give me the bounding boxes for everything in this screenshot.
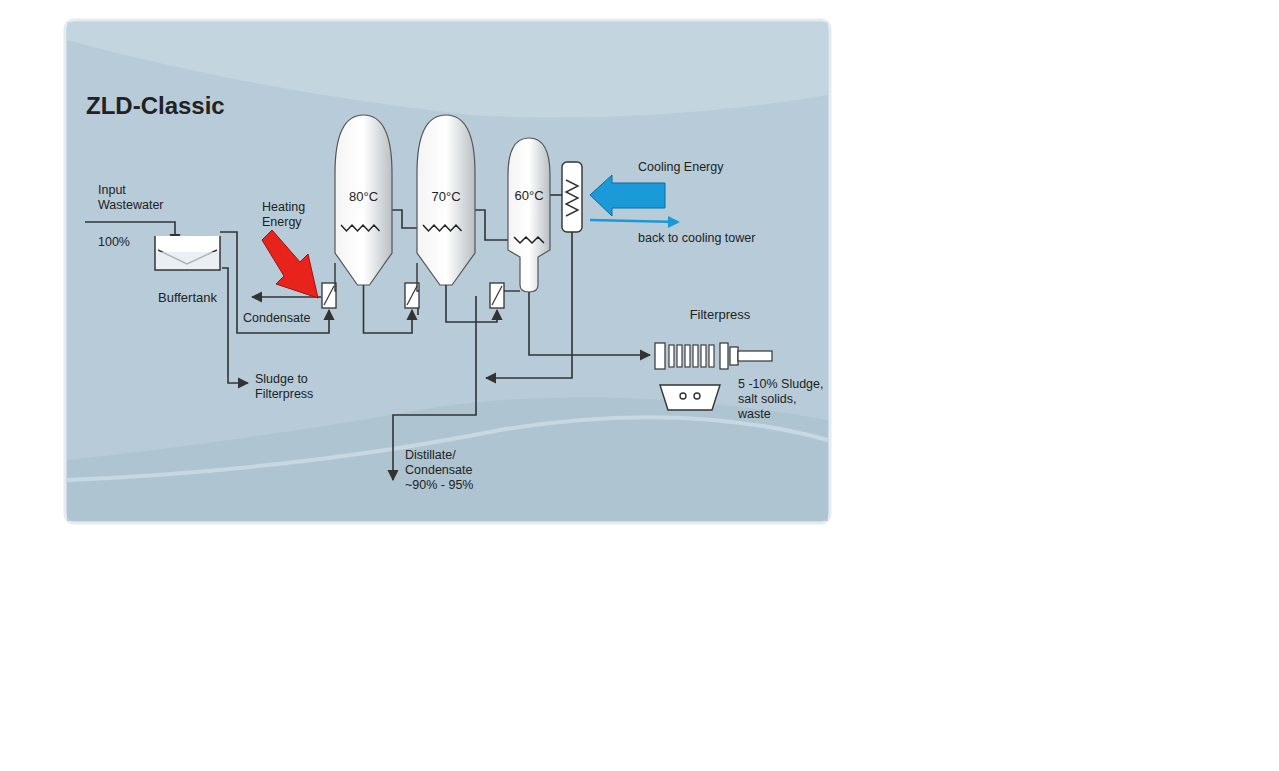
node-label: 80°C (335, 189, 392, 204)
node-label: Filterpress (670, 307, 770, 322)
annotation-label: Cooling Energy (638, 160, 758, 175)
annotation-label: Condensate (243, 311, 333, 326)
node-shape (487, 135, 554, 310)
annotation-label: 5 -10% Sludge, salt solids, waste (738, 377, 826, 422)
diagram-title: ZLD-Classic (86, 92, 225, 120)
pipe-connector (364, 310, 413, 333)
pipe-connector (446, 310, 497, 322)
annotation-label: Distillate/ Condensate ~90% - 95% (405, 448, 495, 493)
node-shape (402, 113, 480, 310)
annotation-label: 100% (98, 235, 148, 250)
node-shape (318, 113, 396, 310)
buffer-tank: Buffertank (150, 228, 225, 310)
evaporator-vessel: 60°C (487, 135, 554, 310)
evaporator-vessel: 80°C (318, 113, 396, 310)
filter-press: Filterpress (650, 305, 775, 380)
evaporator-vessel: 70°C (402, 113, 480, 310)
annotation-label: back to cooling tower (638, 231, 788, 246)
node-label: 70°C (417, 189, 475, 204)
node-label: Buffertank (150, 290, 225, 305)
annotation-label: Input Wastewater (98, 183, 178, 213)
pipe-connector (529, 310, 650, 355)
node-label: 60°C (508, 188, 550, 203)
annotation-label: Heating Energy (262, 200, 320, 230)
annotation-label: Sludge to Filterpress (255, 372, 335, 402)
